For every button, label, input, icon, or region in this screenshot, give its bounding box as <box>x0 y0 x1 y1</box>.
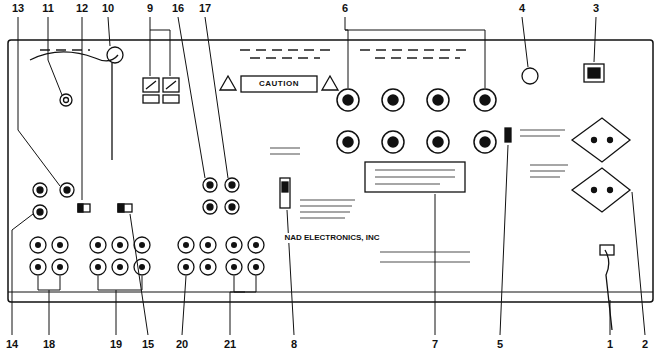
callout-number: 13 <box>12 3 24 14</box>
callout-number: 5 <box>497 339 503 350</box>
caution-label: CAUTION <box>259 80 299 88</box>
callout-number: 11 <box>42 3 54 14</box>
callout-number: 18 <box>43 339 55 350</box>
callout-number: 4 <box>519 3 525 14</box>
callout-number: 15 <box>142 339 154 350</box>
callout-number: 1 <box>607 339 613 350</box>
callout-number: 6 <box>342 3 348 14</box>
callout-number: 8 <box>291 339 297 350</box>
callout-number: 2 <box>642 339 648 350</box>
callout-number: 12 <box>76 3 88 14</box>
callout-number: 7 <box>432 339 438 350</box>
brand-label: NAD ELECTRONICS, INC <box>282 233 381 243</box>
callout-number: 16 <box>172 3 184 14</box>
callout-number: 21 <box>224 339 236 350</box>
callout-number: 20 <box>176 339 188 350</box>
callout-number: 10 <box>102 3 114 14</box>
callout-number: 3 <box>593 3 599 14</box>
callout-number: 17 <box>199 3 211 14</box>
callout-number: 19 <box>110 339 122 350</box>
callout-number: 9 <box>147 3 153 14</box>
callout-number: 14 <box>6 339 18 350</box>
